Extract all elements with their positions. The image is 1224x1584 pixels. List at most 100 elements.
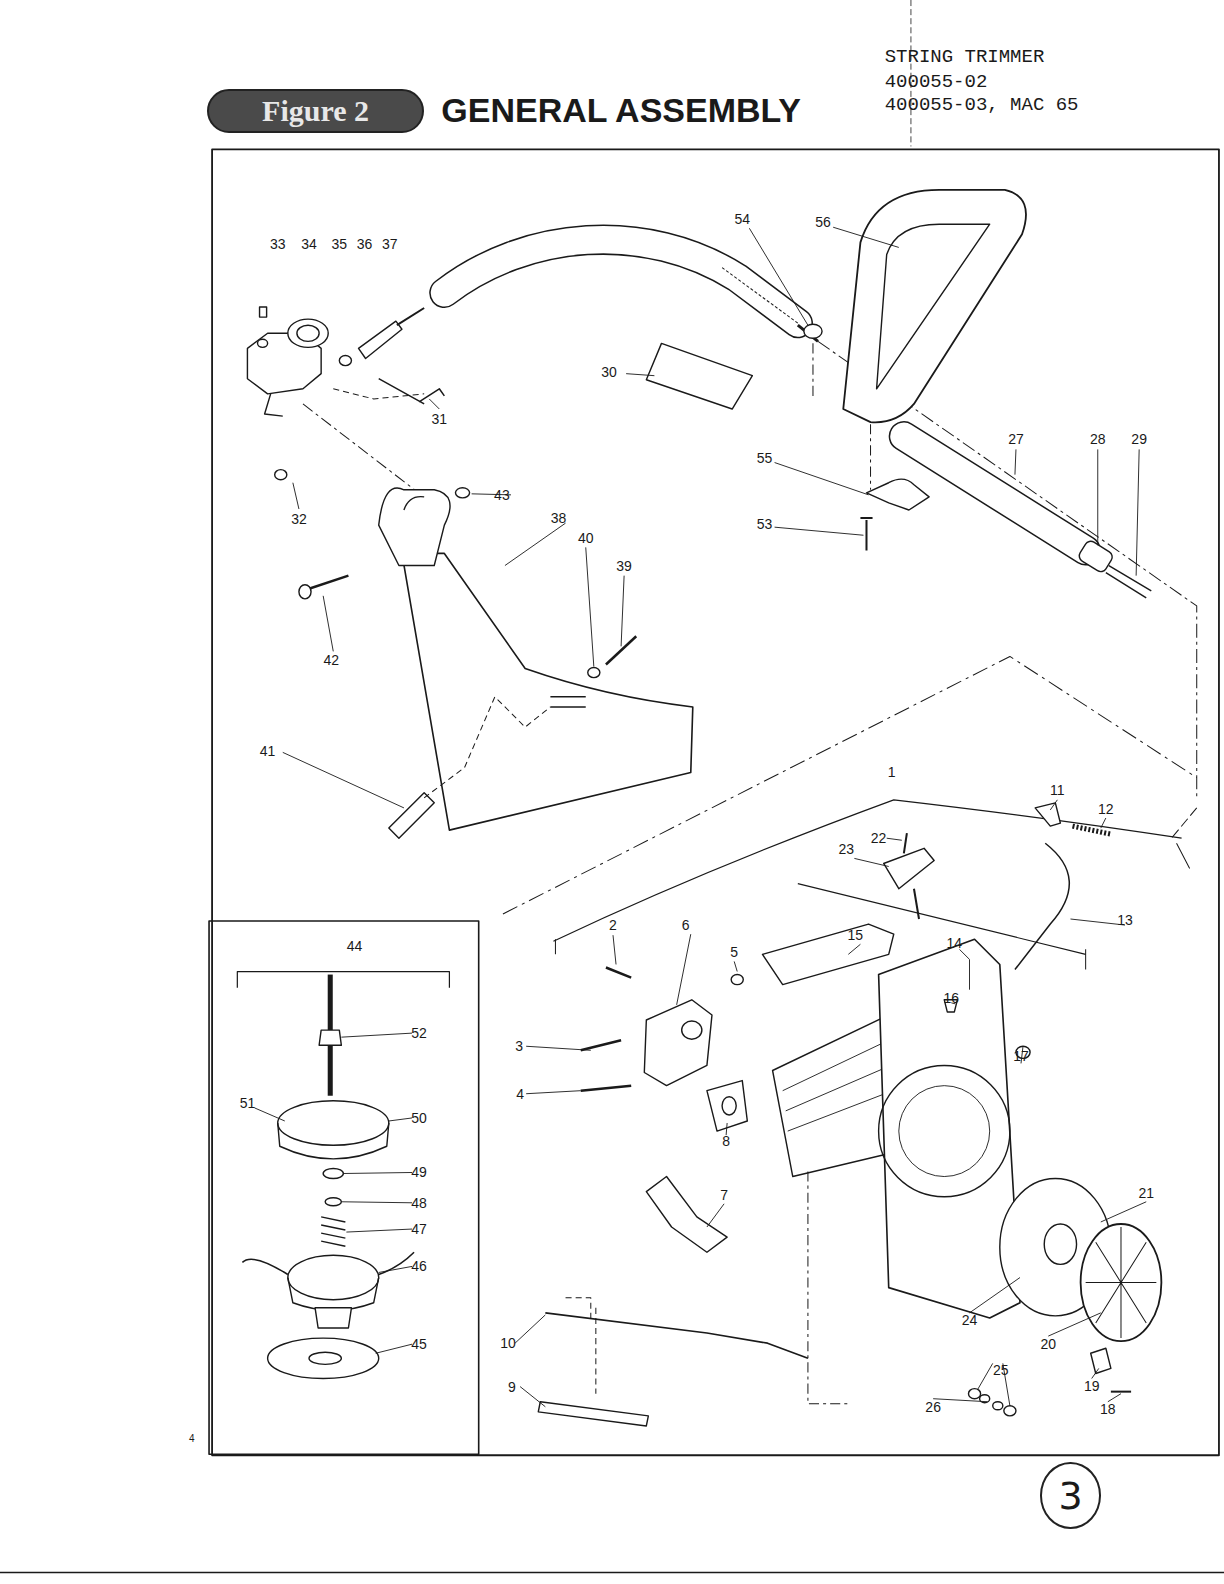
callout-number: 14 bbox=[946, 936, 964, 950]
bolt bbox=[379, 379, 445, 404]
callout-number: 45 bbox=[410, 1337, 428, 1351]
bracket-hole bbox=[682, 1021, 702, 1039]
guard-clamp-opening bbox=[404, 497, 424, 510]
handle-clamp bbox=[866, 479, 929, 510]
callout-number: 56 bbox=[814, 215, 832, 229]
gasket-hole bbox=[722, 1097, 736, 1115]
screw bbox=[581, 967, 631, 1090]
screw bbox=[260, 307, 267, 317]
fan-spokes bbox=[1086, 1227, 1157, 1338]
nut bbox=[804, 324, 822, 338]
guard-clamp bbox=[379, 488, 450, 566]
callout-number: 36 bbox=[356, 237, 374, 251]
throttle-cable bbox=[545, 1313, 808, 1358]
callout-number: 55 bbox=[756, 451, 774, 465]
decal bbox=[646, 343, 752, 409]
callout-number: 4 bbox=[188, 1434, 196, 1444]
callout-number: 16 bbox=[943, 991, 961, 1005]
callout-number: 3 bbox=[514, 1039, 524, 1053]
spool bbox=[288, 1278, 379, 1311]
throttle-trigger bbox=[646, 1177, 727, 1253]
callout-number: 26 bbox=[924, 1400, 942, 1414]
callout-number: 18 bbox=[1099, 1402, 1117, 1416]
shaft-tube bbox=[904, 436, 1086, 550]
washer bbox=[339, 355, 351, 365]
bolt-head bbox=[299, 585, 311, 599]
nut bbox=[1004, 1406, 1016, 1416]
page-number: 3 bbox=[1058, 1477, 1082, 1515]
callout-number: 40 bbox=[577, 531, 595, 545]
group-outline bbox=[503, 656, 1197, 914]
switch-post bbox=[904, 833, 907, 853]
callout-number: 4 bbox=[515, 1087, 525, 1101]
washer bbox=[993, 1402, 1003, 1410]
callout-number: 54 bbox=[733, 212, 751, 226]
nut bbox=[968, 1389, 980, 1399]
callout-number: 39 bbox=[615, 559, 633, 573]
figure-badge: Figure 2 bbox=[207, 89, 424, 133]
handle bbox=[843, 190, 1026, 422]
spool-housing bbox=[278, 1101, 389, 1145]
switch-stem bbox=[914, 889, 919, 919]
callout-number: 19 bbox=[1083, 1379, 1101, 1393]
spool-knob bbox=[315, 1308, 351, 1328]
leader-lines bbox=[254, 227, 1146, 1407]
bump-cap bbox=[268, 1338, 379, 1378]
spring bbox=[1073, 826, 1111, 834]
callout-number: 20 bbox=[1039, 1337, 1057, 1351]
guard bbox=[402, 553, 693, 830]
callout-number: 9 bbox=[507, 1380, 517, 1394]
callout-number: 48 bbox=[410, 1196, 428, 1210]
callout-number: 47 bbox=[410, 1222, 428, 1236]
shaft-tube-fill bbox=[444, 240, 797, 323]
housing-bore bbox=[879, 1065, 1010, 1196]
callout-number: 27 bbox=[1007, 432, 1025, 446]
callout-number: 30 bbox=[600, 365, 618, 379]
center-line bbox=[813, 343, 871, 489]
figure-title: GENERAL ASSEMBLY bbox=[441, 93, 801, 127]
bump-cap-hole bbox=[309, 1352, 341, 1364]
assembly-line bbox=[333, 389, 424, 399]
nut bbox=[275, 470, 287, 480]
callout-number: 34 bbox=[300, 237, 318, 251]
nut bbox=[455, 488, 469, 498]
page-rule bbox=[0, 1572, 1224, 1574]
housing-bore bbox=[297, 325, 319, 341]
model-number: STRING TRIMMER bbox=[885, 48, 1045, 67]
washer bbox=[588, 668, 600, 678]
callout-number: 6 bbox=[681, 918, 691, 932]
cooling-fins bbox=[783, 1040, 893, 1131]
pin bbox=[1111, 1391, 1131, 1393]
callout-number: 38 bbox=[550, 511, 568, 525]
callout-number: 32 bbox=[290, 512, 308, 526]
callout-number: 10 bbox=[499, 1336, 517, 1350]
figure-label: Figure 2 bbox=[262, 96, 369, 126]
model-number: 400055-02 bbox=[885, 73, 988, 92]
figure-frame bbox=[212, 149, 1219, 1455]
washer bbox=[258, 339, 268, 347]
callout-number: 41 bbox=[259, 744, 277, 758]
shaft-tube bbox=[444, 240, 797, 323]
engine-housing bbox=[879, 939, 1020, 1318]
shaft-grip bbox=[722, 268, 798, 324]
nut bbox=[731, 975, 743, 985]
callout-number: 35 bbox=[331, 237, 349, 251]
switch-plate bbox=[884, 848, 934, 888]
callout-number: 53 bbox=[756, 517, 774, 531]
washer bbox=[323, 1168, 343, 1178]
callout-number: 22 bbox=[870, 831, 888, 845]
callout-number: 2 bbox=[608, 918, 618, 932]
assembly-line bbox=[424, 697, 550, 798]
hex-nut bbox=[319, 1030, 341, 1045]
callout-number: 25 bbox=[992, 1363, 1010, 1377]
callout-number: 11 bbox=[1049, 783, 1066, 797]
assembly-line bbox=[1171, 808, 1196, 838]
callout-number: 1 bbox=[887, 765, 897, 779]
drive-shaft-tip bbox=[397, 308, 424, 325]
callout-number: 44 bbox=[346, 939, 364, 953]
callout-number: 21 bbox=[1137, 1186, 1155, 1200]
callout-number: 12 bbox=[1097, 802, 1115, 816]
callout-number: 51 bbox=[239, 1096, 257, 1110]
guard-slot bbox=[550, 697, 585, 707]
